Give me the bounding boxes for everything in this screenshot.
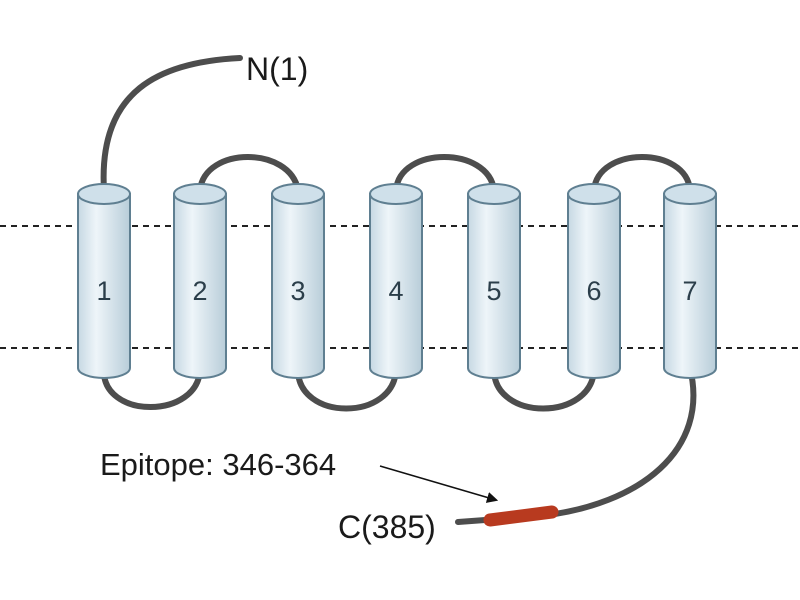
helix-body (77, 193, 131, 379)
helix-number-label: 3 (290, 276, 305, 306)
helix-top-cap (663, 183, 717, 205)
c-terminus-label: C(385) (338, 509, 436, 545)
helix-number-label: 4 (388, 276, 403, 306)
helix-group: 1 2 3 4 5 6 7 (77, 183, 717, 379)
helix-top-cap (271, 183, 325, 205)
epitope-arrow (379, 465, 499, 503)
helix-6: 6 (567, 183, 621, 379)
extracellular-loop-2 (393, 154, 497, 193)
helix-top-cap (77, 183, 131, 205)
intracellular-loop-1 (100, 365, 203, 410)
helix-number-label: 5 (486, 276, 501, 306)
helix-number-label: 7 (682, 276, 697, 306)
intracellular-loop-2 (294, 365, 399, 412)
n-terminus-label: N(1) (246, 51, 308, 87)
helix-number-label: 1 (96, 276, 111, 306)
helix-body (369, 193, 423, 379)
epitope-segment (483, 505, 559, 527)
helix-number-label: 2 (192, 276, 207, 306)
helix-2: 2 (173, 183, 227, 379)
intracellular-loop-3 (490, 365, 597, 412)
helix-number-label: 6 (586, 276, 601, 306)
extracellular-loop-1 (197, 154, 301, 193)
helix-5: 5 (467, 183, 521, 379)
c-terminal-tail (455, 365, 697, 525)
helix-4: 4 (369, 183, 423, 379)
n-terminal-tail (100, 55, 243, 193)
helix-3: 3 (271, 183, 325, 379)
helix-body (271, 193, 325, 379)
helix-top-cap (173, 183, 227, 205)
epitope-label: Epitope: 346-364 (100, 447, 336, 482)
helix-1: 1 (77, 183, 131, 379)
helix-body (173, 193, 227, 379)
helix-top-cap (369, 183, 423, 205)
helix-body (467, 193, 521, 379)
helix-7: 7 (663, 183, 717, 379)
helix-body (663, 193, 717, 379)
helix-top-cap (567, 183, 621, 205)
extracellular-loop-3 (591, 154, 693, 193)
helix-body (567, 193, 621, 379)
helix-top-cap (467, 183, 521, 205)
